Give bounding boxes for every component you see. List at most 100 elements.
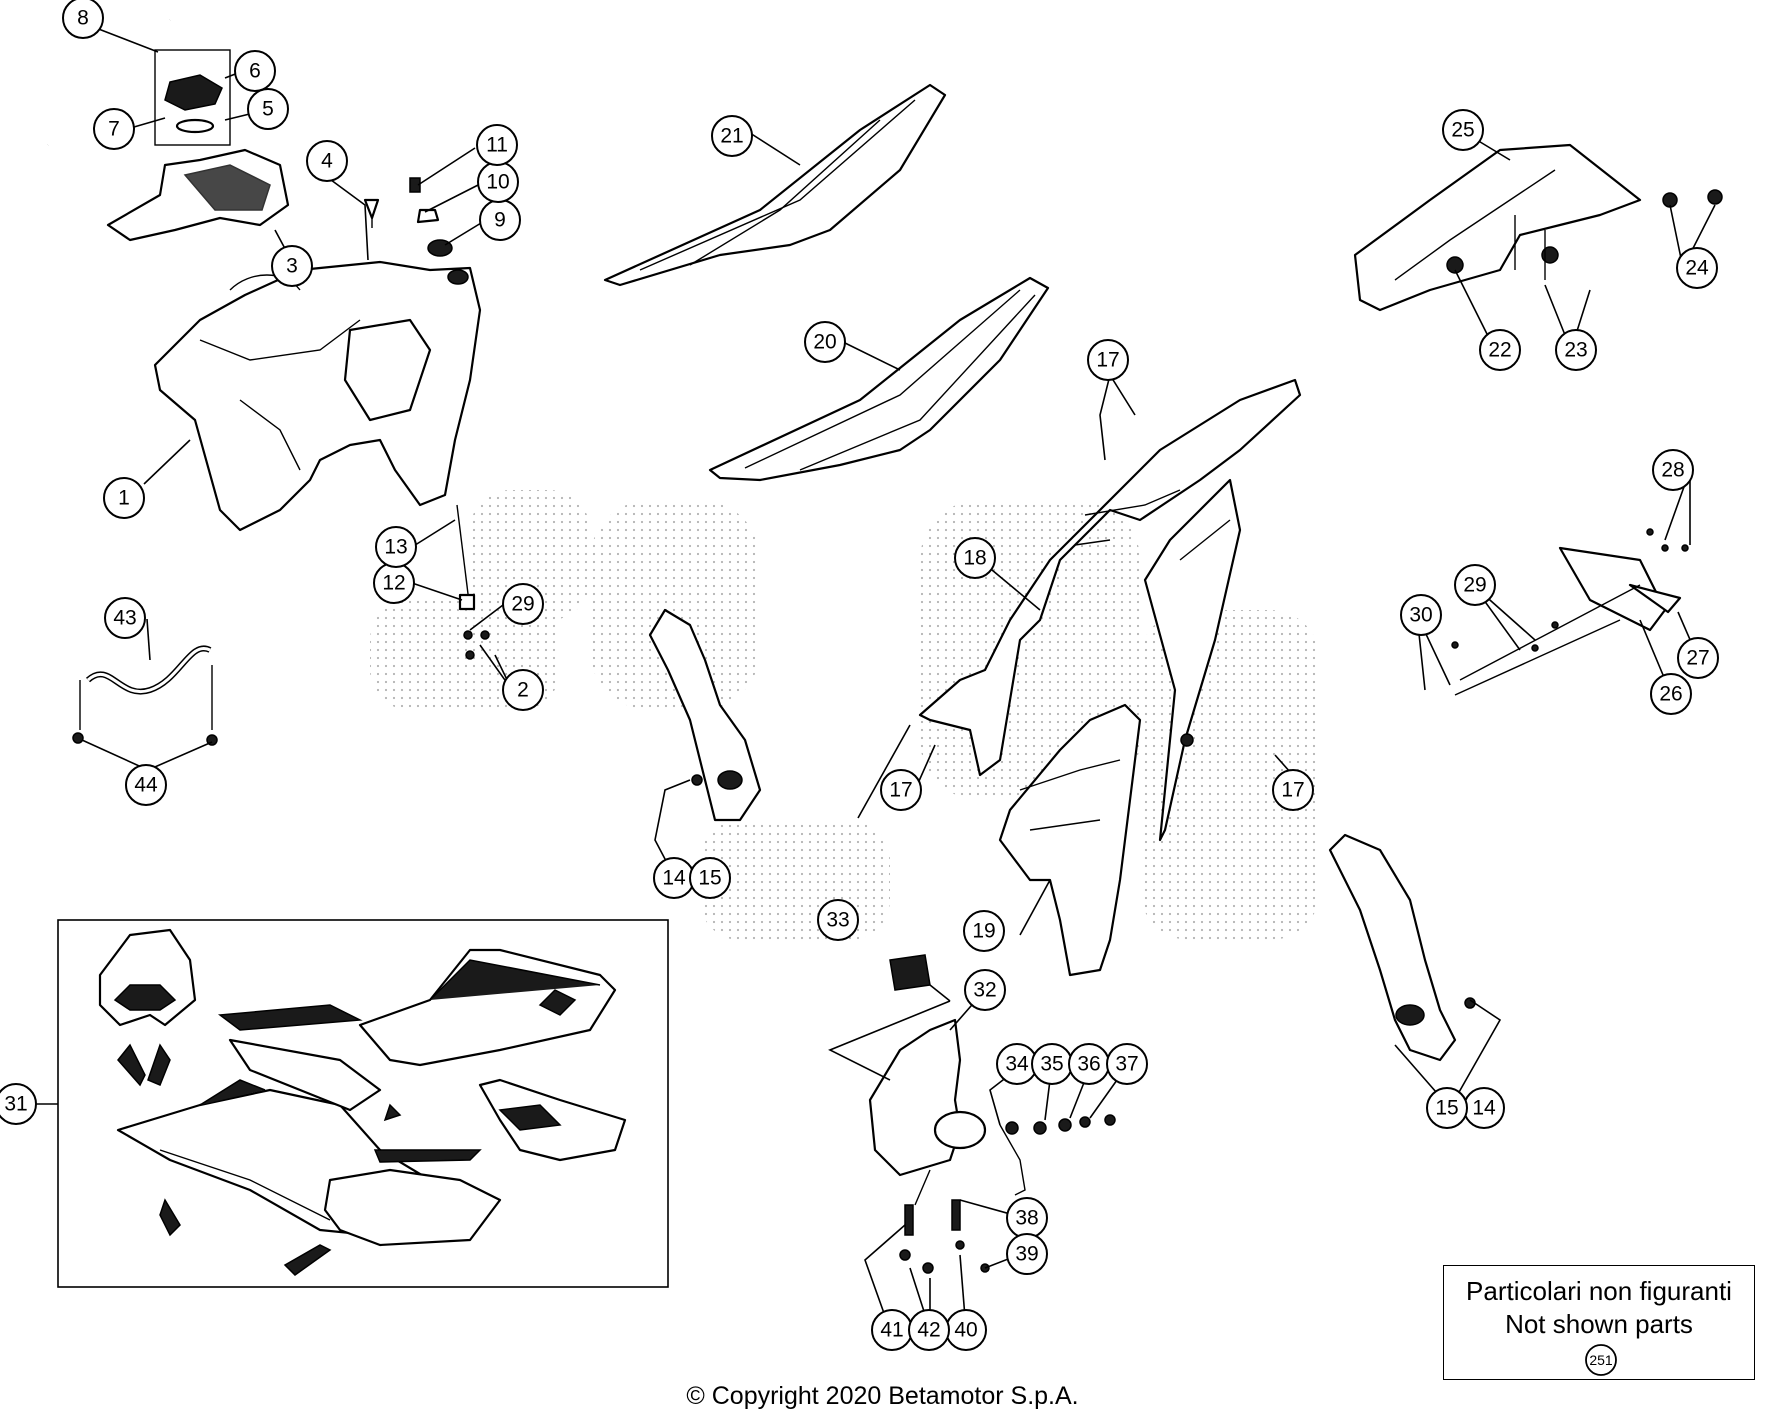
frame-guard-left	[648, 608, 762, 822]
svg-text:4: 4	[321, 150, 333, 173]
callout-29-right: 29	[1454, 564, 1496, 606]
svg-text:24: 24	[1685, 257, 1709, 280]
svg-text:33: 33	[826, 909, 849, 932]
svg-text:20: 20	[813, 331, 836, 354]
callout-31: 31	[0, 1083, 37, 1125]
coolant-reservoir	[868, 954, 1116, 1274]
rear-side-panel	[918, 378, 1302, 777]
callout-15-right: 15	[1426, 1087, 1468, 1129]
svg-text:34: 34	[1005, 1053, 1029, 1076]
svg-text:17: 17	[1096, 349, 1119, 372]
callout-23: 23	[1555, 329, 1597, 371]
callout-36: 36	[1068, 1043, 1110, 1085]
callout-11: 11	[476, 124, 518, 166]
breather-hose	[47, 19, 172, 147]
callout-35: 35	[1031, 1043, 1073, 1085]
copyright-footer: © Copyright 2020 Betamotor S.p.A.	[686, 1382, 1079, 1410]
callout-7: 7	[93, 108, 135, 150]
callout-17-right: 17	[1272, 769, 1314, 811]
callout-18: 18	[954, 537, 996, 579]
svg-text:17: 17	[889, 779, 912, 802]
note-line-english: Not shown parts	[1505, 1309, 1693, 1339]
svg-text:42: 42	[917, 1319, 940, 1342]
svg-text:13: 13	[384, 536, 407, 559]
callout-41: 41	[871, 1309, 913, 1351]
decal-kit	[57, 919, 669, 1288]
svg-text:12: 12	[382, 572, 405, 595]
callout-40: 40	[945, 1309, 987, 1351]
callout-28: 28	[1652, 449, 1694, 491]
svg-text:26: 26	[1659, 683, 1682, 706]
callout-27: 27	[1677, 637, 1719, 679]
callout-6: 6	[234, 50, 276, 92]
svg-text:39: 39	[1015, 1243, 1038, 1266]
callout-39: 39	[1006, 1233, 1048, 1275]
callout-42: 42	[908, 1309, 950, 1351]
callout-43: 43	[104, 597, 146, 639]
svg-text:10: 10	[486, 171, 509, 194]
callout-30: 30	[1400, 594, 1442, 636]
svg-text:28: 28	[1661, 459, 1684, 482]
callouts: 1 2 3 4 5 6 7 8 9 10 11 12 13 14 15 14 1…	[0, 0, 1719, 1351]
svg-text:40: 40	[954, 1319, 977, 1342]
svg-text:19: 19	[972, 920, 995, 943]
svg-text:21: 21	[720, 125, 743, 148]
callout-32: 32	[964, 969, 1006, 1011]
svg-text:25: 25	[1451, 119, 1474, 142]
fuel-tank	[153, 260, 482, 532]
tank-mount-rod	[456, 504, 490, 660]
callout-21: 21	[711, 115, 753, 157]
fuel-cap-group	[154, 49, 231, 146]
callout-17-top: 17	[1087, 339, 1129, 381]
callout-26: 26	[1650, 673, 1692, 715]
svg-text:30: 30	[1409, 604, 1432, 627]
svg-text:36: 36	[1077, 1053, 1100, 1076]
svg-text:17: 17	[1281, 779, 1304, 802]
frame-guard-right	[1328, 833, 1476, 1062]
rear-subframe	[1353, 143, 1723, 312]
svg-text:31: 31	[4, 1093, 27, 1116]
leader-lines	[36, 27, 1716, 1331]
callout-5: 5	[247, 88, 289, 130]
note-line-italian: Particolari non figuranti	[1466, 1276, 1732, 1306]
callout-12: 12	[373, 562, 415, 604]
seat-lower	[708, 276, 1050, 482]
svg-text:14: 14	[1472, 1097, 1496, 1120]
callout-4: 4	[306, 140, 348, 182]
callout-25: 25	[1442, 109, 1484, 151]
front-side-panel	[998, 703, 1142, 977]
callout-9: 9	[479, 199, 521, 241]
callout-14-left: 14	[653, 857, 695, 899]
callout-24: 24	[1676, 247, 1718, 289]
callout-33: 33	[817, 899, 859, 941]
seat-upper	[603, 83, 947, 287]
tank-hardware	[363, 177, 469, 285]
svg-text:1: 1	[118, 487, 130, 510]
svg-text:11: 11	[486, 134, 508, 157]
not-shown-parts-note: Particolari non figuranti Not shown part…	[1443, 1265, 1755, 1380]
svg-text:44: 44	[134, 774, 158, 797]
svg-text:35: 35	[1040, 1053, 1063, 1076]
svg-text:38: 38	[1015, 1207, 1038, 1230]
svg-text:27: 27	[1686, 647, 1709, 670]
callout-251: 251	[1585, 1344, 1617, 1376]
svg-text:22: 22	[1488, 339, 1511, 362]
svg-text:15: 15	[1435, 1097, 1458, 1120]
svg-text:15: 15	[698, 867, 721, 890]
svg-text:37: 37	[1115, 1053, 1138, 1076]
callout-3: 3	[271, 245, 313, 287]
callout-13: 13	[375, 526, 417, 568]
svg-text:29: 29	[1463, 574, 1486, 597]
svg-text:7: 7	[108, 118, 120, 141]
svg-text:43: 43	[113, 607, 136, 630]
svg-text:29: 29	[511, 593, 534, 616]
callout-37: 37	[1106, 1043, 1148, 1085]
callout-1: 1	[103, 477, 145, 519]
svg-text:14: 14	[662, 867, 686, 890]
svg-text:6: 6	[249, 60, 261, 83]
svg-text:5: 5	[262, 98, 274, 121]
svg-text:23: 23	[1564, 339, 1587, 362]
svg-text:3: 3	[286, 255, 298, 278]
callout-29-left: 29	[502, 583, 544, 625]
